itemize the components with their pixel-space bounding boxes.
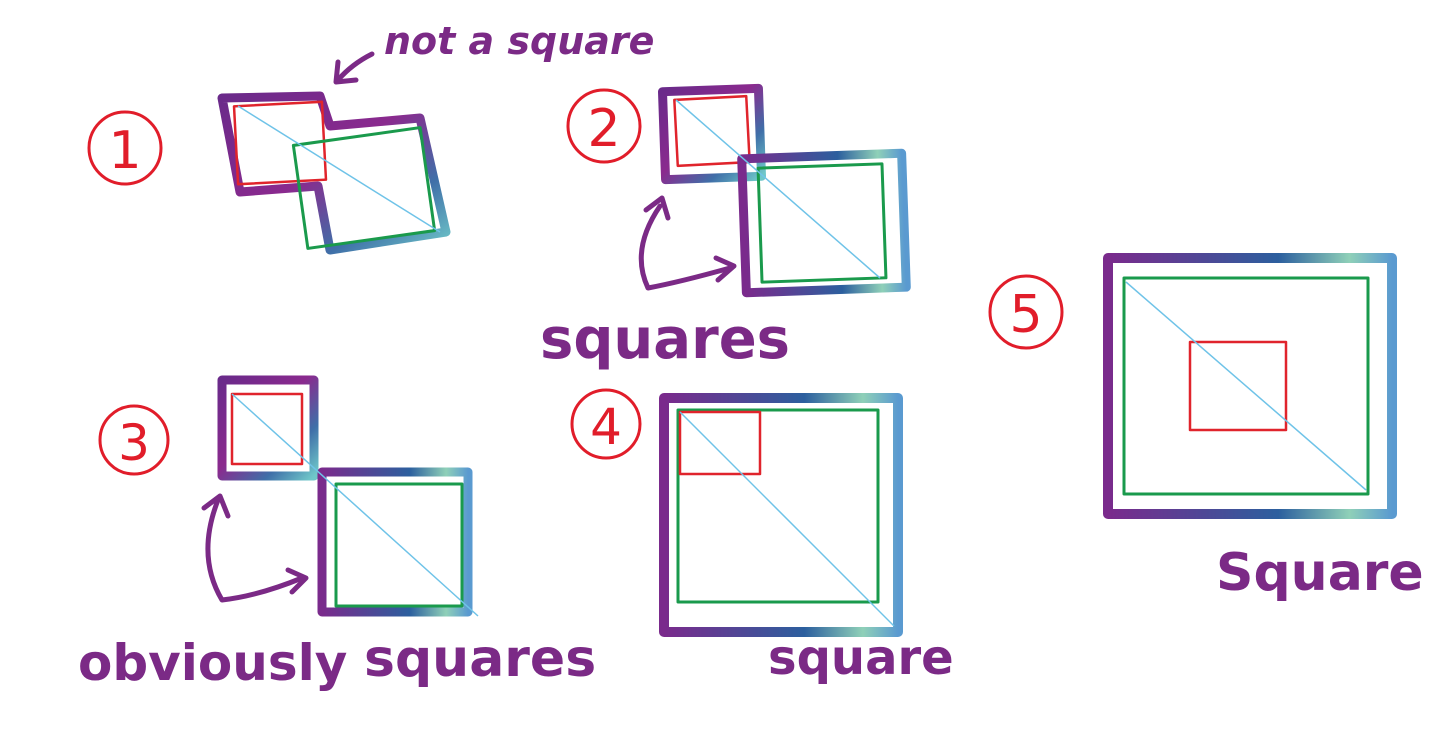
panel-number-5: 5 (1009, 285, 1042, 345)
pointer-arrowhead (333, 59, 359, 85)
number-circle-5 (988, 274, 1064, 350)
curved-arrow (638, 203, 733, 291)
panel-4: 4 square (570, 388, 954, 686)
small-square (673, 94, 751, 168)
small-square (230, 392, 304, 466)
large-square-outline (737, 148, 911, 298)
number-circle-2 (566, 88, 642, 164)
small-square (1188, 340, 1288, 432)
outer-square-outline (659, 393, 903, 637)
small-square-outline (217, 375, 319, 481)
panel-number-3: 3 (118, 414, 150, 472)
panel-5: 5 Square (988, 253, 1424, 603)
arrowhead-top (201, 493, 231, 519)
diagonal-line (679, 411, 895, 627)
large-square (334, 482, 464, 608)
large-square (291, 126, 437, 250)
diagonal-line (675, 99, 881, 279)
arrowhead-right (713, 255, 737, 283)
arrowhead-top (643, 195, 671, 221)
annotation-squares: squares (364, 629, 596, 689)
panel-1: 1 not a square (87, 19, 654, 255)
large-square (756, 162, 888, 284)
annotation-not-a-square: not a square (384, 19, 654, 63)
pointer-arrow (335, 51, 375, 83)
combined-outline (217, 91, 451, 255)
number-circle-3 (98, 404, 170, 476)
small-square-outline (657, 83, 767, 185)
diagonal-line (237, 105, 441, 233)
diagonal-line (1125, 281, 1367, 491)
number-circle-4 (570, 388, 642, 460)
panel-number-1: 1 (108, 121, 141, 181)
panel-2: 2 squares (540, 83, 911, 372)
panel-number-4: 4 (590, 398, 622, 456)
number-circle-1 (87, 110, 163, 186)
annotation-square: square (768, 630, 954, 686)
large-square (676, 408, 880, 604)
large-square-outline (317, 467, 473, 617)
annotation-square: Square (1216, 543, 1424, 603)
panel-3: 3 obviously squares (78, 375, 596, 692)
diagonal-line (231, 393, 479, 617)
outer-square-outline (1103, 253, 1397, 519)
annotation-obviously: obviously (78, 634, 347, 692)
panel-number-2: 2 (587, 99, 620, 159)
large-square (1122, 276, 1370, 496)
small-square (678, 410, 762, 476)
curved-arrow (205, 497, 305, 603)
annotation-squares: squares (540, 307, 790, 372)
arrowhead-right (285, 567, 309, 595)
